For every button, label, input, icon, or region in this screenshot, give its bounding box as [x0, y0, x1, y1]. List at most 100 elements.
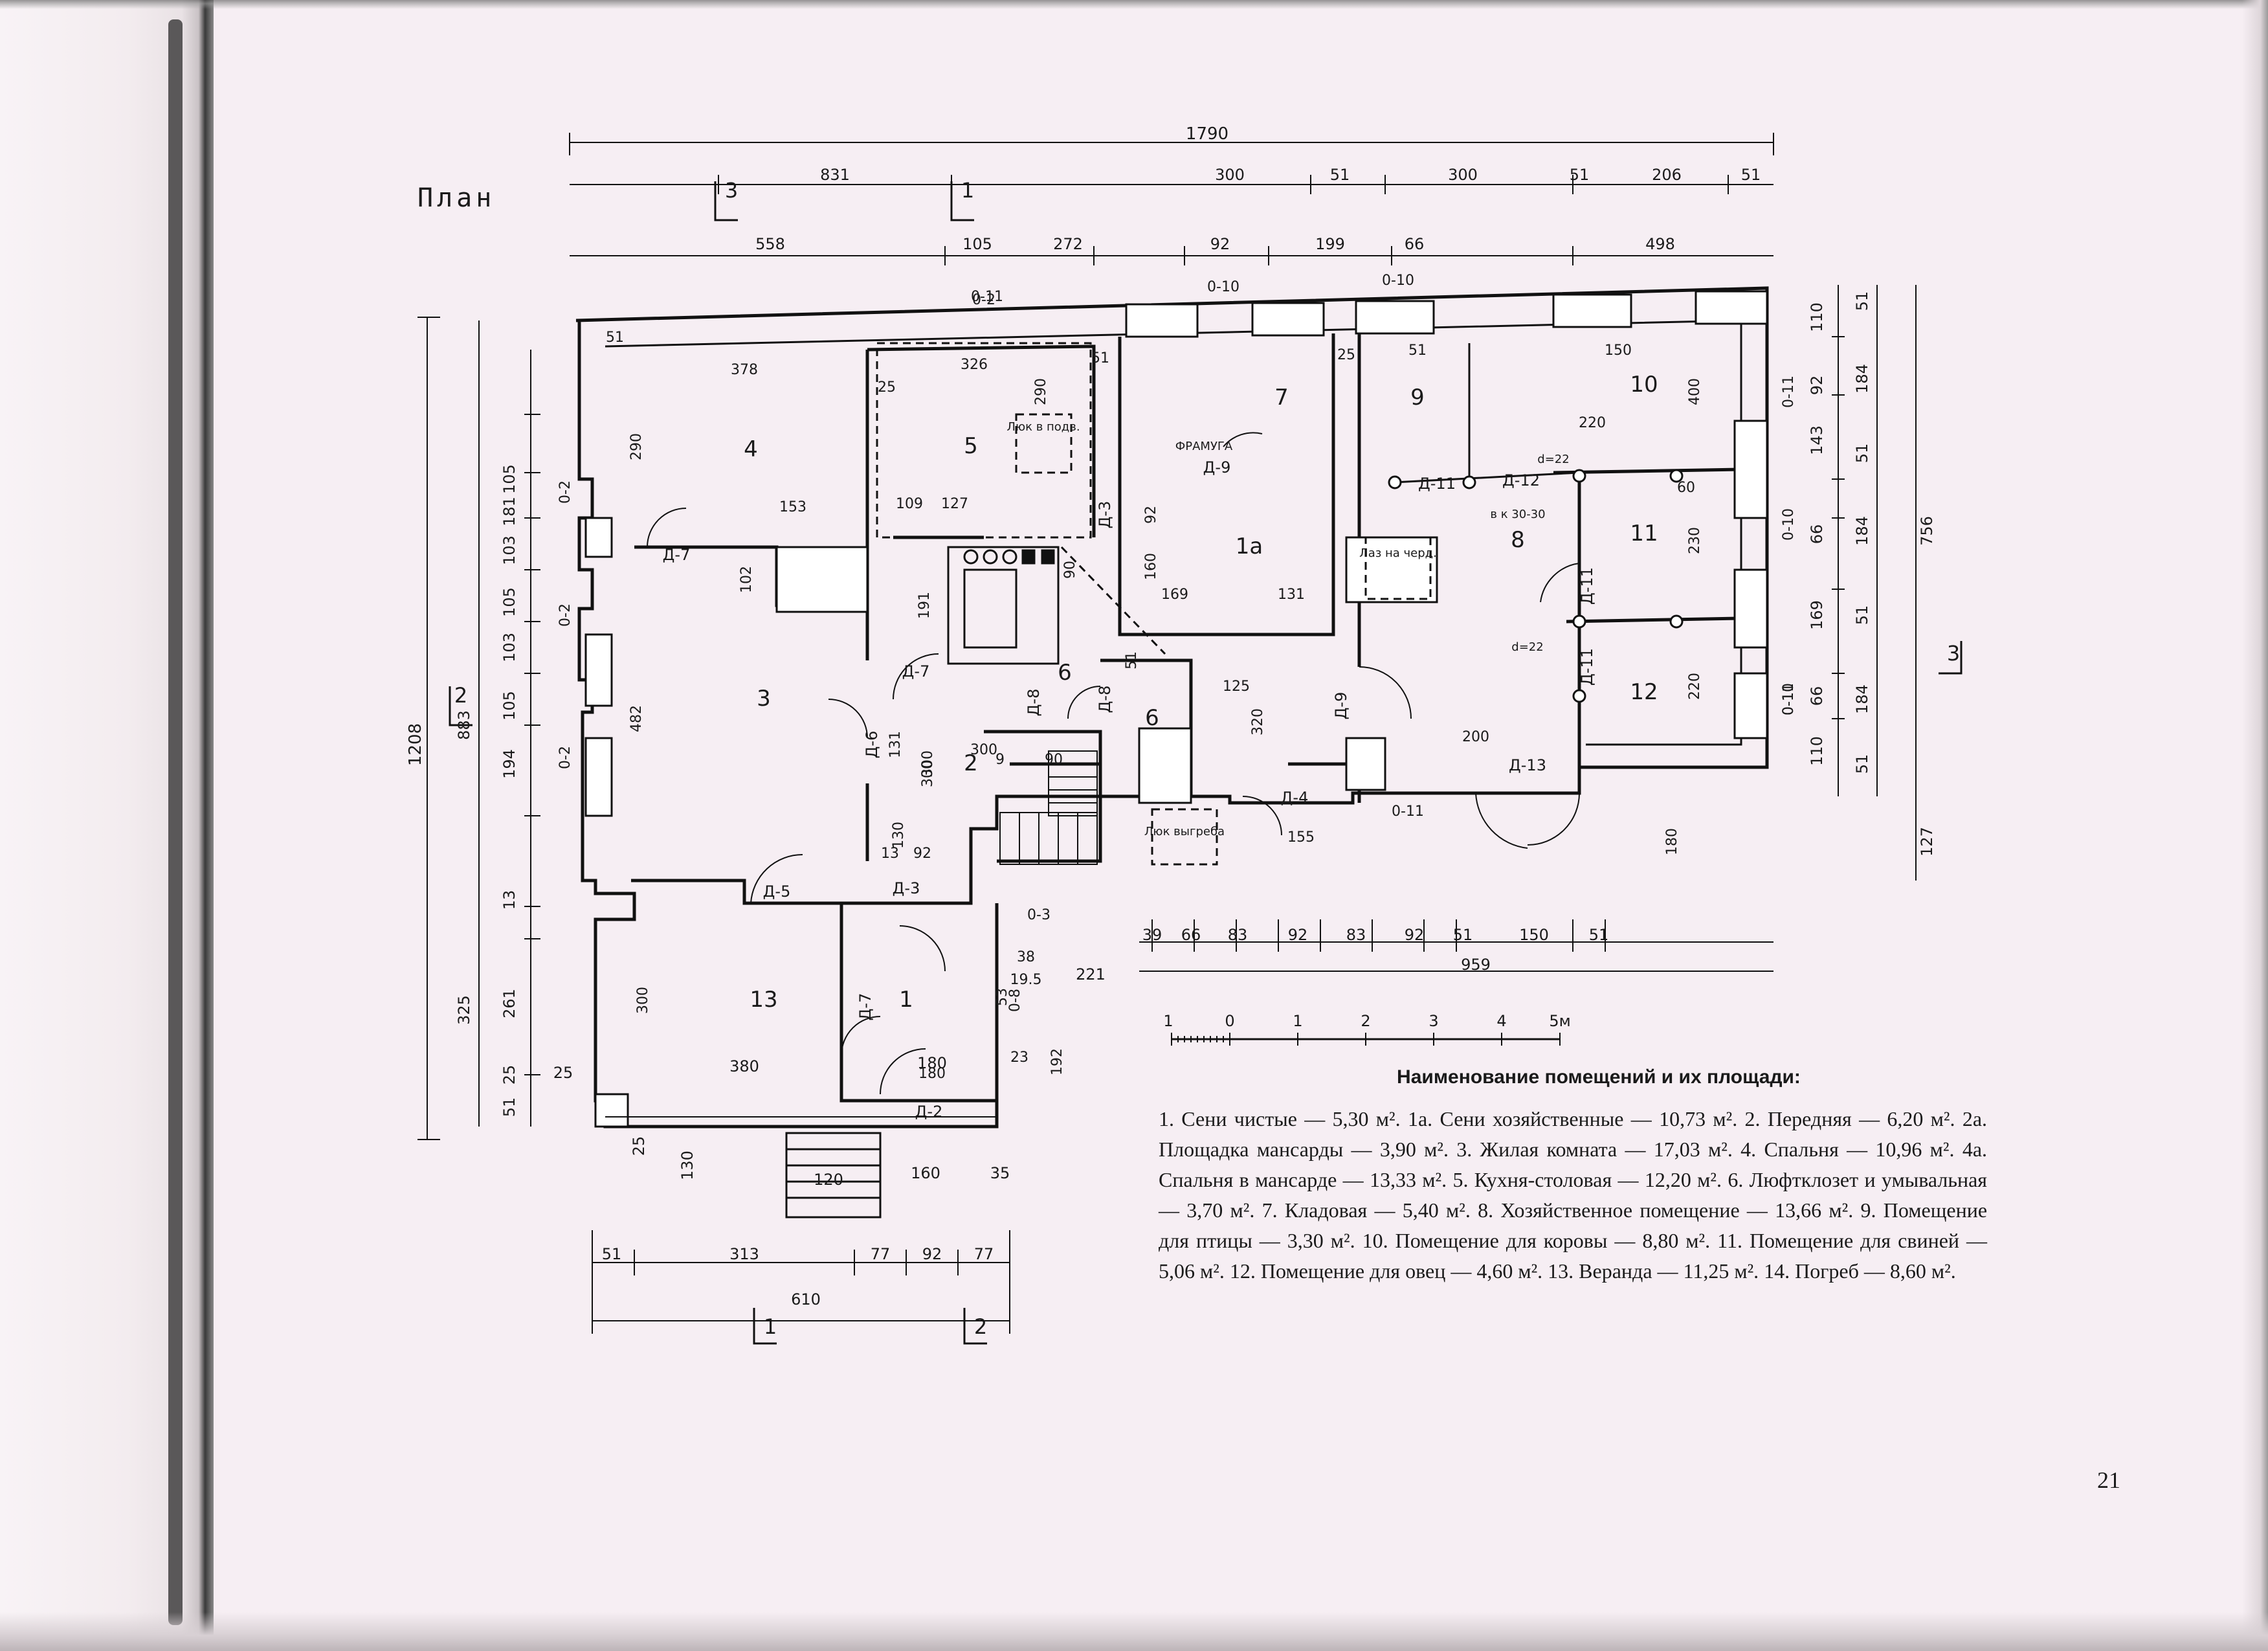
- door-swings: [647, 432, 1580, 1095]
- outer-wall-inner: [605, 319, 1742, 746]
- dimension-value: 25: [630, 1136, 648, 1156]
- door-label: Д-2: [915, 1103, 943, 1121]
- dimension-value: 125: [1223, 679, 1250, 695]
- window-label: 0-2: [557, 480, 573, 504]
- dimension-value: 131: [887, 731, 904, 758]
- door-label: Д-12: [1502, 471, 1540, 489]
- legend-item: 6. Люфтклозет и умывальная — 3,70 м².: [1159, 1168, 1988, 1222]
- scan-right-edge: [2242, 0, 2268, 1651]
- dimension-value: 25: [878, 379, 896, 396]
- dimension-value: 51: [1853, 291, 1871, 311]
- dimension-value: 66: [1181, 926, 1201, 944]
- section-marks: [449, 181, 1962, 1345]
- plan-note: Лаз на черд.: [1359, 546, 1437, 560]
- dimension-value: 39: [1142, 926, 1162, 944]
- room-number: 10: [1630, 372, 1658, 398]
- legend-item: 1. Сени чистые — 5,30 м².: [1159, 1107, 1408, 1130]
- section-mark-number: 2: [454, 683, 467, 708]
- dimension-value: 290: [628, 433, 645, 460]
- door-label: Д-8: [1025, 689, 1043, 717]
- room-number: 1а: [1236, 533, 1263, 559]
- window-label: 0-10: [1382, 273, 1414, 289]
- dimension-value: 150: [1519, 926, 1549, 944]
- window-label: 0-10: [1207, 279, 1240, 295]
- dimension-value: 221: [1076, 965, 1106, 983]
- window-label: 0-8: [1007, 989, 1023, 1012]
- section-mark-number: 1: [961, 178, 974, 203]
- dimension-value: 25: [553, 1064, 573, 1082]
- dimension-value: 313: [729, 1245, 759, 1263]
- door-label: Д-5: [763, 882, 791, 901]
- dimension-value: 109: [896, 496, 923, 512]
- dimension-value: 51: [1330, 166, 1350, 184]
- legend-item: 9. Помещение для птицы — 3,30 м².: [1159, 1198, 1988, 1252]
- dimension-value: 831: [820, 166, 850, 184]
- dimension-value: 90: [1045, 752, 1063, 768]
- dimension-value: 105: [500, 691, 518, 721]
- dimension-value: 66: [1405, 235, 1425, 253]
- legend-item: 5. Кухня-столовая — 12,20 м².: [1452, 1168, 1728, 1191]
- door-label: Д-11: [1578, 648, 1596, 686]
- wall-room1: [839, 903, 999, 1101]
- dimension-value: 9: [995, 752, 1005, 768]
- dimension-value: 90: [1062, 561, 1078, 579]
- dimension-value: 51: [1091, 350, 1109, 366]
- dimension-value: 92: [1210, 235, 1230, 253]
- room-number: 5: [964, 433, 978, 459]
- legend-item: 2а. Площадка мансарды — 3,90 м².: [1159, 1107, 1988, 1161]
- dimension-value: 105: [500, 587, 518, 617]
- room-number: 13: [750, 987, 777, 1013]
- window-label: 0-11: [971, 289, 1003, 305]
- dimension-value: 92: [1288, 926, 1308, 944]
- dimension-value: 206: [1652, 166, 1682, 184]
- page-number: 21: [2097, 1467, 2120, 1493]
- dimension-value: 155: [1287, 829, 1315, 846]
- door-label: Д-7: [902, 662, 930, 680]
- dimension-value: 300: [1448, 166, 1478, 184]
- window-label: 0-11: [1781, 683, 1797, 715]
- scale-tick-label: 5м: [1549, 1012, 1570, 1030]
- dimension-value: 103: [500, 535, 518, 565]
- dimension-value: 180: [917, 1054, 947, 1072]
- dimension-value: 60: [1677, 480, 1695, 496]
- livestock-partitions: [1388, 343, 1684, 703]
- scale-tick-label: 3: [1429, 1012, 1438, 1030]
- room-number: 8: [1511, 527, 1525, 553]
- dimension-value: 83: [1228, 926, 1248, 944]
- scan-bottom-edge: [0, 1612, 2268, 1651]
- dimension-value: 51: [500, 1097, 518, 1118]
- plan-note: Люк выгреба: [1144, 825, 1225, 838]
- section-mark-number: 3: [1947, 641, 1960, 666]
- dimension-value: 51: [1853, 754, 1871, 774]
- outer-wall: [575, 286, 1769, 1129]
- scan-top-edge: [0, 0, 2268, 9]
- legend-item: 11. Помещение для свиней — 5,06 м².: [1159, 1229, 1988, 1283]
- room-number: 3: [757, 686, 771, 712]
- dimension-value: 290: [1033, 378, 1049, 405]
- door-label: Д-9: [1203, 458, 1231, 477]
- dimension-value: 610: [791, 1290, 821, 1308]
- door-label: Д-11: [1418, 475, 1456, 493]
- dimension-value: 169: [1808, 600, 1826, 630]
- door-label: Д-9: [1332, 692, 1350, 720]
- window-label: 0-10: [1781, 508, 1797, 541]
- plan-note: d=22: [1511, 640, 1543, 654]
- dimension-value: 105: [500, 464, 518, 494]
- legend-item: 13. Веранда — 11,25 м².: [1548, 1259, 1764, 1283]
- room-number: 9: [1410, 385, 1425, 410]
- dimension-value: 120: [814, 1171, 843, 1189]
- dimension-value: 77: [974, 1245, 994, 1263]
- dimension-value: 25: [500, 1065, 518, 1085]
- scale-tick-label: 1: [1163, 1012, 1173, 1030]
- dimension-value: 199: [1315, 235, 1345, 253]
- dimension-value: 153: [779, 499, 806, 515]
- dimension-value: 160: [1143, 553, 1159, 580]
- dimension-value: 51: [1124, 651, 1140, 669]
- dimension-value: 184: [1853, 364, 1871, 394]
- dimension-value: 498: [1645, 235, 1675, 253]
- door-label: Д-11: [1578, 567, 1596, 605]
- dimension-value: 92: [1405, 926, 1425, 944]
- door-label: Д-6: [863, 731, 881, 759]
- dimension-value: 230: [1687, 527, 1703, 554]
- dimension-value: 192: [1049, 1048, 1065, 1075]
